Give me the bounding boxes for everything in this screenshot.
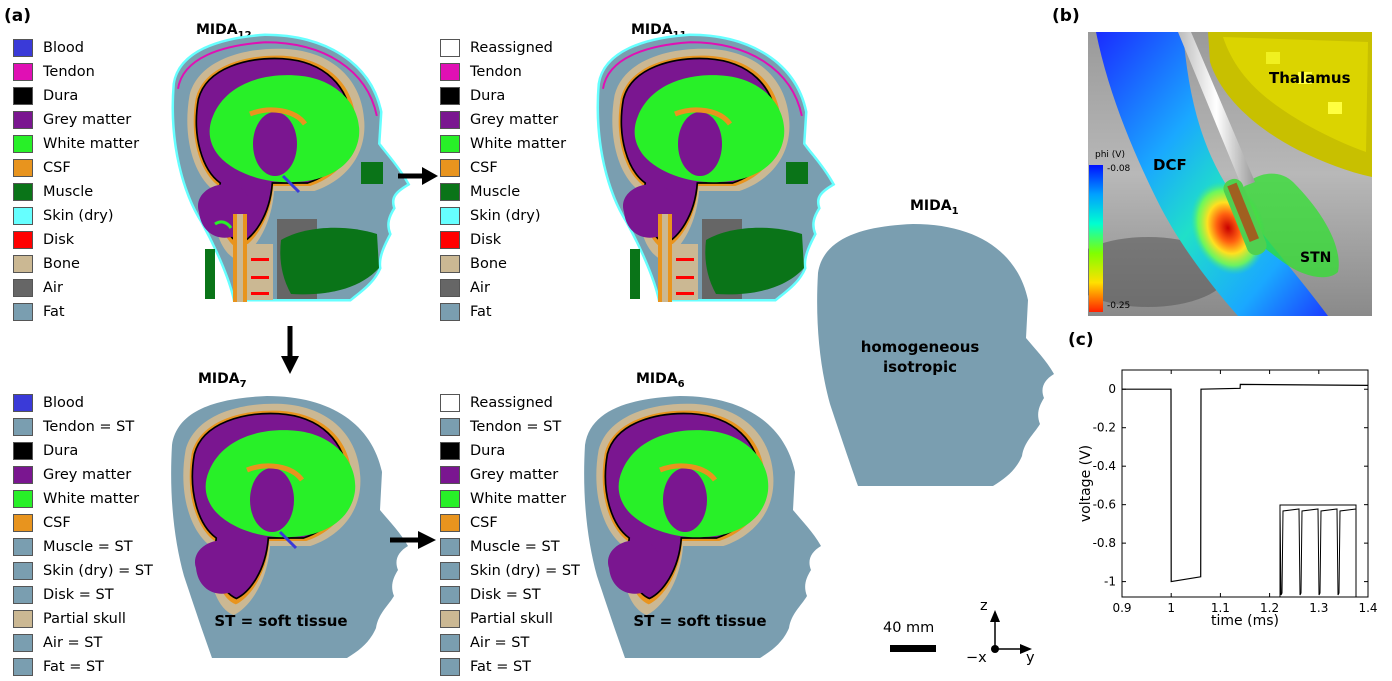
scale-bar [890, 645, 936, 652]
caption-mida7: ST = soft tissue [201, 612, 361, 630]
x-axis-label: time (ms) [1211, 613, 1279, 629]
head-mida12 [174, 36, 407, 302]
colorbar-max-label: -0.08 [1107, 164, 1130, 174]
caption-mida1-line1: homogeneous [860, 338, 980, 356]
arrow-down [281, 326, 299, 374]
axis-y-label: y [1026, 650, 1035, 666]
head-mida11 [599, 36, 832, 302]
y-tick-label: -0.2 [1093, 421, 1116, 435]
y-tick-label: -0.4 [1093, 459, 1116, 473]
colorbar-title: phi (V) [1095, 150, 1125, 160]
head-models-svg [0, 0, 1060, 674]
caption-mida6: ST = soft tissue [620, 612, 780, 630]
colorbar-min-label: -0.25 [1107, 301, 1130, 311]
label-dcf: DCF [1153, 156, 1187, 174]
y-tick-label: -0.8 [1093, 536, 1116, 550]
x-tick-label: 0.9 [1112, 601, 1131, 615]
label-stn: STN [1300, 250, 1331, 266]
label-thalamus: Thalamus [1269, 69, 1351, 87]
scale-bar-label: 40 mm [883, 620, 934, 636]
axis-z-label: z [980, 598, 988, 614]
y-axis-label: voltage (V) [1078, 445, 1094, 522]
panel-label-c: (c) [1068, 330, 1094, 350]
y-tick-label: -0.6 [1093, 498, 1116, 512]
y-tick-label: -1 [1104, 575, 1116, 589]
voltage-chart: 0.911.11.21.31.40-0.2-0.4-0.6-0.8-1time … [1070, 355, 1390, 671]
axes-3d [990, 610, 1032, 654]
x-tick-label: 1 [1167, 601, 1175, 615]
caption-mida1-line2: isotropic [860, 358, 980, 376]
x-tick-label: 1.4 [1358, 601, 1377, 615]
x-tick-label: 1.3 [1309, 601, 1328, 615]
axis-x-label: −x [966, 650, 987, 666]
y-tick-label: 0 [1108, 382, 1116, 396]
